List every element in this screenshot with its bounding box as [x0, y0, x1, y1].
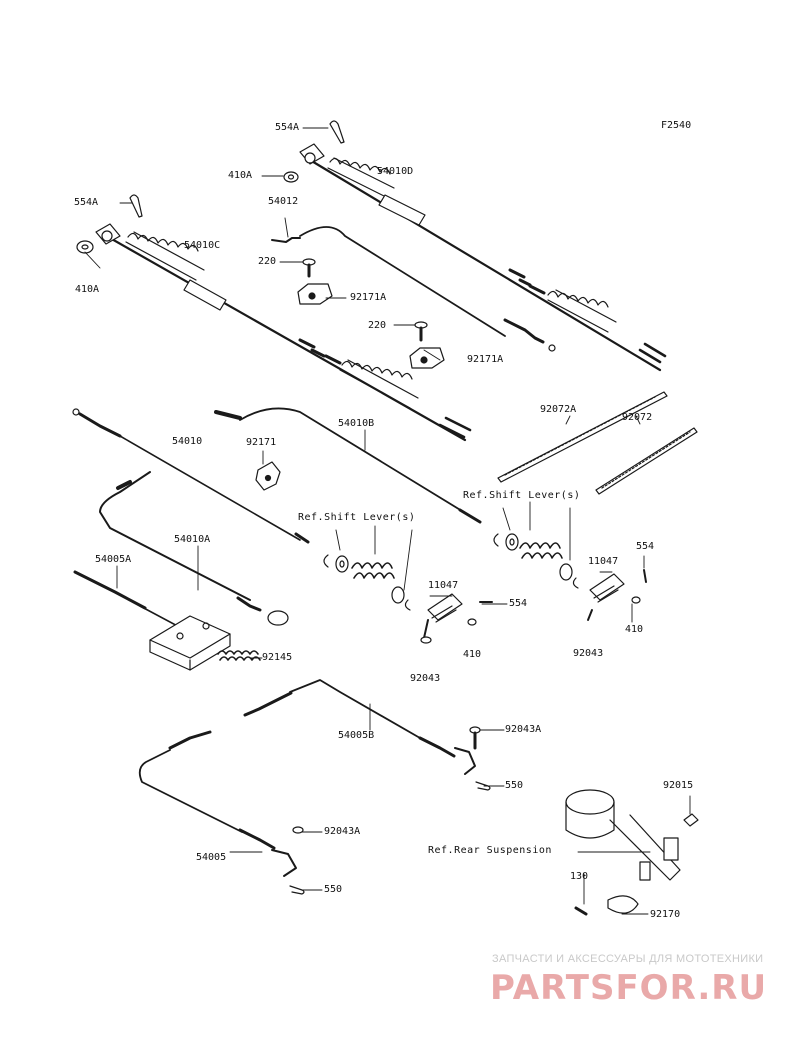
washer-410a-top — [283, 171, 299, 183]
part-label-554-a[interactable]: 554 — [509, 598, 528, 609]
part-label-550-a[interactable]: 550 — [505, 780, 524, 791]
pin-92043a-b — [292, 826, 304, 834]
part-label-220-b[interactable]: 220 — [368, 320, 387, 331]
shift-lever-assembly-right — [493, 533, 647, 621]
part-label-554-b[interactable]: 554 — [636, 541, 655, 552]
cable-54010c — [95, 223, 472, 442]
cable-54010b — [214, 407, 482, 524]
part-label-554a-top[interactable]: 554A — [275, 122, 300, 133]
part-label-92072[interactable]: 92072 — [622, 412, 653, 423]
spring-92145 — [217, 650, 261, 661]
bolt-220-a — [302, 258, 316, 278]
part-label-54005[interactable]: 54005 — [196, 852, 227, 863]
part-label-92145[interactable]: 92145 — [262, 652, 293, 663]
ref-shift-lever-right: Ref.Shift Lever(s) — [463, 490, 581, 501]
part-label-410a-left[interactable]: 410A — [75, 284, 100, 295]
pin-92043a-a — [469, 726, 481, 750]
part-label-410-a[interactable]: 410 — [463, 649, 482, 660]
ref-rear-suspension: Ref.Rear Suspension — [428, 845, 552, 856]
clip-92171 — [255, 461, 281, 491]
cable-54005a — [73, 570, 231, 671]
clamp-92171a-b — [409, 347, 445, 369]
cable-54010a — [99, 471, 289, 626]
part-label-92043-b[interactable]: 92043 — [573, 648, 604, 659]
part-label-220-a[interactable]: 220 — [258, 256, 277, 267]
rear-suspension-bracket — [565, 789, 699, 916]
part-label-92171a-a[interactable]: 92171A — [350, 292, 387, 303]
shift-lever-assembly-left — [323, 554, 493, 644]
tie-92072 — [595, 427, 698, 495]
part-label-54010d[interactable]: 54010D — [377, 166, 414, 177]
part-label-54012[interactable]: 54012 — [268, 196, 299, 207]
part-label-554a-left[interactable]: 554A — [74, 197, 99, 208]
washer-410a-left — [76, 240, 94, 254]
part-label-92043-a[interactable]: 92043 — [410, 673, 441, 684]
part-label-54010[interactable]: 54010 — [172, 436, 203, 447]
ref-shift-lever-left: Ref.Shift Lever(s) — [298, 512, 416, 523]
figure-code: F2540 — [661, 120, 692, 131]
part-label-130[interactable]: 130 — [570, 871, 589, 882]
part-label-92072a[interactable]: 92072A — [540, 404, 577, 415]
part-label-92170[interactable]: 92170 — [650, 909, 681, 920]
cable-54010d — [299, 143, 667, 372]
tie-92072a — [497, 391, 668, 483]
bolt-220-b — [414, 321, 428, 342]
watermark-tagline: ЗАПЧАСТИ И АКСЕССУАРЫ ДЛЯ МОТОТЕХНИКИ — [492, 953, 764, 965]
cotter-pin-554a-left — [129, 194, 143, 218]
part-label-54010a[interactable]: 54010A — [174, 534, 211, 545]
cable-54005 — [138, 730, 297, 877]
part-label-54005a[interactable]: 54005A — [95, 554, 132, 565]
cotter-pin-554a-top — [329, 120, 345, 144]
part-label-54010b[interactable]: 54010B — [338, 418, 375, 429]
part-label-92015[interactable]: 92015 — [663, 780, 694, 791]
cable-54010 — [72, 408, 310, 544]
cable-54005b — [243, 679, 476, 775]
part-label-92043a-a[interactable]: 92043A — [505, 724, 542, 735]
part-label-11047-a[interactable]: 11047 — [428, 580, 459, 591]
part-label-92171a-b[interactable]: 92171A — [467, 354, 504, 365]
part-label-92043a-b[interactable]: 92043A — [324, 826, 361, 837]
cable-54012 — [271, 226, 556, 352]
leader-lines — [84, 127, 691, 915]
clamp-92171a-a — [297, 283, 333, 305]
part-label-92171[interactable]: 92171 — [246, 437, 277, 448]
part-label-11047-b[interactable]: 11047 — [588, 556, 619, 567]
part-label-54005b[interactable]: 54005B — [338, 730, 375, 741]
part-label-410-b[interactable]: 410 — [625, 624, 644, 635]
part-label-550-b[interactable]: 550 — [324, 884, 343, 895]
part-label-54010c[interactable]: 54010C — [184, 240, 221, 251]
part-label-410a-top[interactable]: 410A — [228, 170, 253, 181]
watermark-brand: PARTSFOR.RU — [490, 968, 768, 1008]
